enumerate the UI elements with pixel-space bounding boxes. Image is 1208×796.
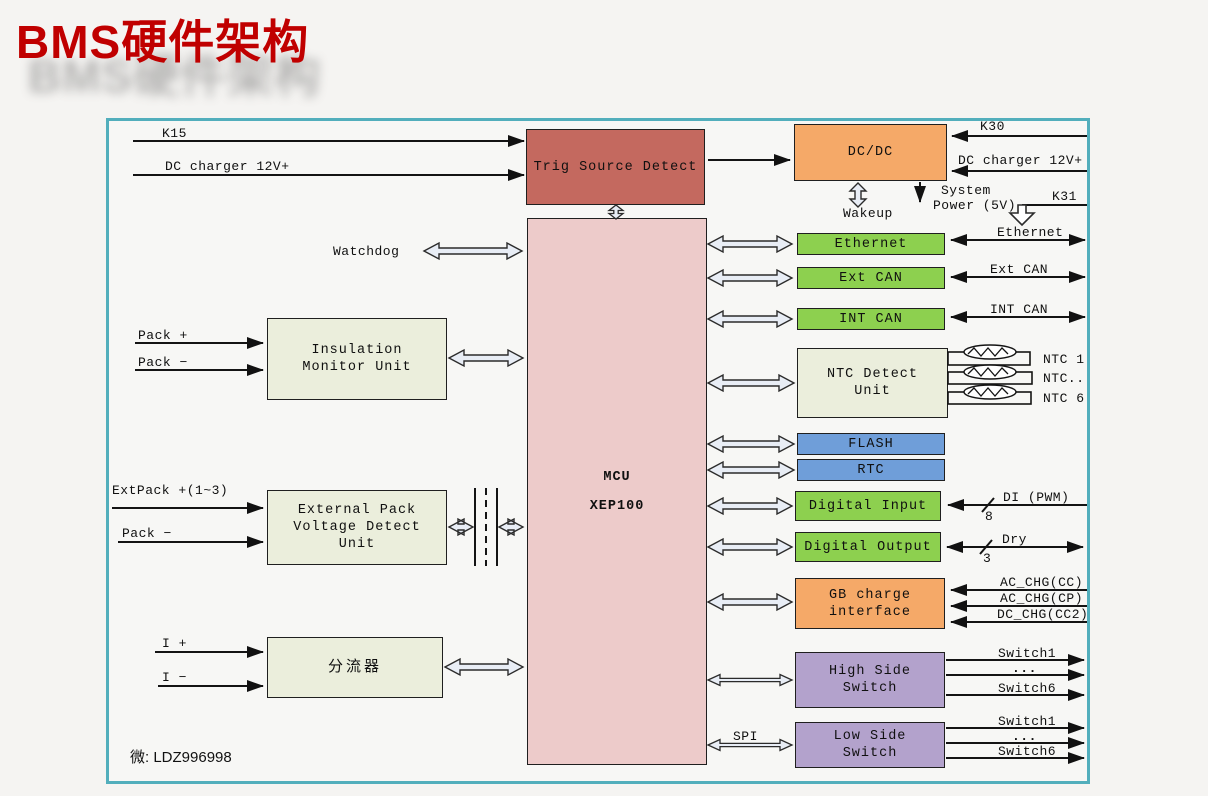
label-ls-switch1: Switch1 bbox=[998, 714, 1057, 729]
block-flash: FLASH bbox=[797, 433, 945, 455]
label-system-power-2: Power (5V) bbox=[933, 198, 1017, 213]
block-label: Voltage Detect bbox=[293, 520, 421, 535]
block-label: GB charge bbox=[829, 587, 911, 603]
label-hs-dots: ... bbox=[1012, 661, 1037, 676]
label-di-pwm: DI (PWM) bbox=[1003, 490, 1070, 505]
label-dry: Dry bbox=[1002, 532, 1027, 547]
label-ntc-6: NTC 6 bbox=[1043, 391, 1085, 406]
block-label: NTC Detect bbox=[826, 367, 918, 382]
block-digital-output: Digital Output bbox=[795, 532, 941, 562]
block-external-pack-voltage-detect-unit: External Pack Voltage Detect Unit bbox=[267, 490, 447, 565]
block-label: INT CAN bbox=[839, 311, 903, 327]
block-insulation-monitor-unit: Insulation Monitor Unit bbox=[267, 318, 447, 400]
block-high-side-switch: High Side Switch bbox=[795, 652, 945, 708]
block-label: External Pack bbox=[297, 503, 417, 518]
block-label: Digital Input bbox=[808, 498, 928, 514]
label-ethernet-ext: Ethernet bbox=[997, 225, 1064, 240]
block-ethernet: Ethernet bbox=[797, 233, 945, 255]
block-label: Monitor Unit bbox=[302, 360, 412, 375]
block-label: Insulation bbox=[311, 343, 403, 358]
mcu-label: MCU bbox=[603, 469, 631, 485]
label-ls-dots: ... bbox=[1012, 729, 1037, 744]
label-ntc-mid: NTC.. bbox=[1043, 371, 1085, 386]
mcu-part-number: XEP100 bbox=[589, 498, 645, 514]
block-gb-charge-interface: GB charge interface bbox=[795, 578, 945, 629]
watermark-wechat-id: 微: LDZ996998 bbox=[130, 749, 232, 766]
block-label: High Side bbox=[829, 664, 911, 679]
block-ntc-detect-unit: NTC Detect Unit bbox=[797, 348, 948, 418]
block-rtc: RTC bbox=[797, 459, 945, 481]
label-di-count: 8 bbox=[985, 509, 994, 524]
block-label: 分流器 bbox=[327, 659, 382, 676]
block-label: Digital Output bbox=[804, 539, 932, 555]
label-pack-plus: Pack + bbox=[138, 328, 188, 343]
label-system-power-1: System bbox=[941, 183, 991, 198]
label-k31: K31 bbox=[1052, 189, 1077, 204]
label-dry-count: 3 bbox=[983, 551, 992, 566]
label-hs-switch6: Switch6 bbox=[998, 681, 1057, 696]
label-ext-can-ext: Ext CAN bbox=[990, 262, 1049, 277]
label-dc-charger-right: DC charger 12V+ bbox=[958, 153, 1083, 168]
block-trig-source-detect: Trig Source Detect bbox=[526, 129, 705, 205]
label-ext-pack-plus: ExtPack +(1~3) bbox=[112, 483, 229, 498]
label-i-plus: I + bbox=[162, 636, 187, 651]
block-label: Unit bbox=[338, 537, 376, 552]
label-ac-chg-cc: AC_CHG(CC) bbox=[1000, 575, 1084, 590]
label-wakeup: Wakeup bbox=[843, 206, 893, 221]
label-i-minus: I − bbox=[162, 670, 187, 685]
label-k15: K15 bbox=[162, 126, 187, 141]
block-ext-can: Ext CAN bbox=[797, 267, 945, 289]
block-label: FLASH bbox=[848, 436, 894, 452]
block-label: Switch bbox=[842, 746, 898, 761]
label-spi: SPI bbox=[733, 729, 758, 744]
label-hs-switch1: Switch1 bbox=[998, 646, 1057, 661]
page-title: BMS硬件架构 bbox=[16, 16, 310, 68]
block-label: Trig Source Detect bbox=[533, 159, 698, 175]
label-dc-chg-cc2: DC_CHG(CC2) bbox=[997, 607, 1089, 622]
block-label: DC/DC bbox=[847, 145, 894, 160]
block-dcdc: DC/DC bbox=[794, 124, 947, 181]
label-dc-charger-left: DC charger 12V+ bbox=[165, 159, 290, 174]
label-watchdog: Watchdog bbox=[333, 244, 400, 259]
block-int-can: INT CAN bbox=[797, 308, 945, 330]
label-ac-chg-cp: AC_CHG(CP) bbox=[1000, 591, 1084, 606]
label-ext-pack-minus: Pack − bbox=[122, 526, 172, 541]
label-ls-switch6: Switch6 bbox=[998, 744, 1057, 759]
block-label: Low Side bbox=[833, 729, 907, 744]
block-label: Switch bbox=[842, 681, 898, 696]
label-k30: K30 bbox=[980, 119, 1005, 134]
label-ntc-1: NTC 1 bbox=[1043, 352, 1085, 367]
block-mcu: MCU XEP100 bbox=[527, 218, 707, 765]
block-label: Ext CAN bbox=[839, 270, 903, 286]
block-label: interface bbox=[829, 604, 911, 620]
block-label: Unit bbox=[854, 384, 891, 399]
block-label: RTC bbox=[857, 462, 885, 478]
label-int-can-ext: INT CAN bbox=[990, 302, 1049, 317]
block-digital-input: Digital Input bbox=[795, 491, 941, 521]
block-low-side-switch: Low Side Switch bbox=[795, 722, 945, 768]
block-label: Ethernet bbox=[834, 236, 908, 252]
label-pack-minus: Pack − bbox=[138, 355, 188, 370]
block-shunt: 分流器 bbox=[267, 637, 443, 698]
